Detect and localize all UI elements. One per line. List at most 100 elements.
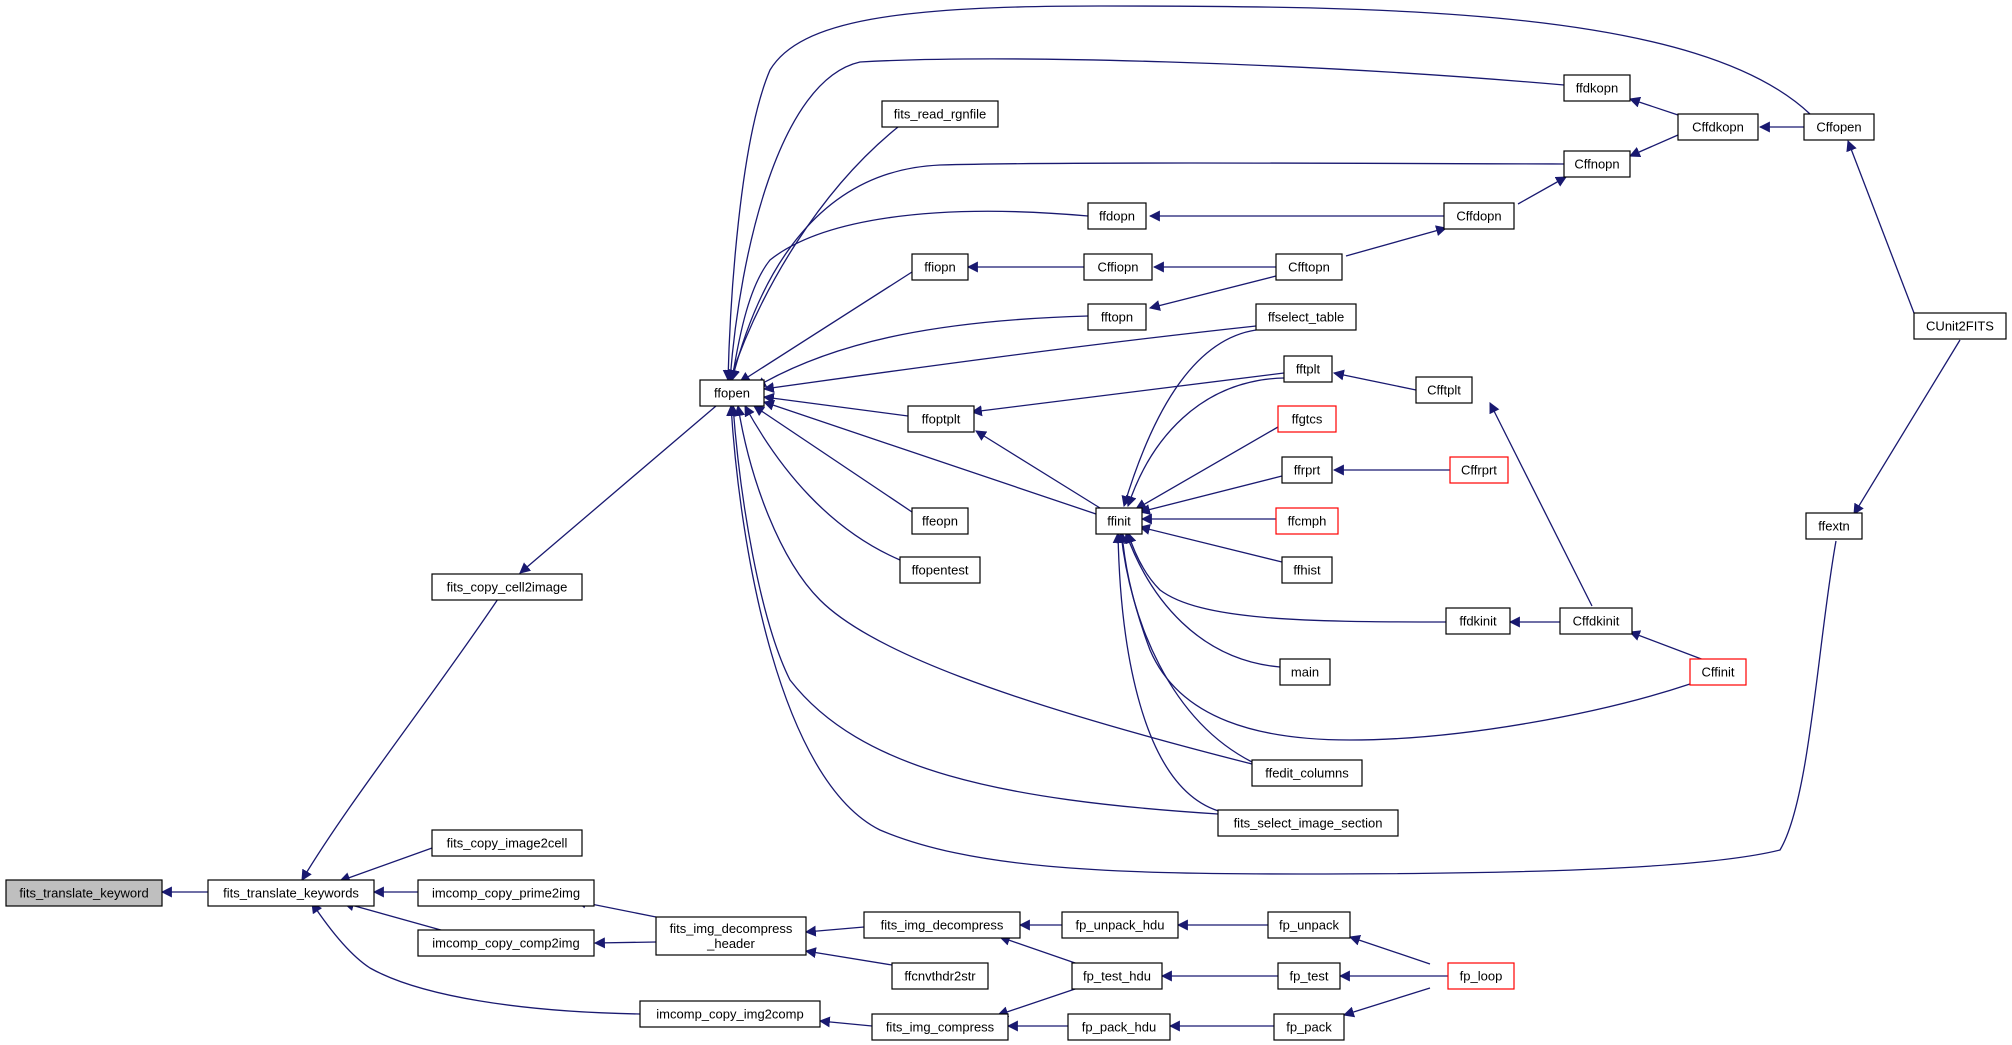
edge-fits-img-decompress-header-to-imcomp-copy-comp2img <box>593 937 657 949</box>
node-box <box>1689 658 1747 686</box>
edge-fftplt-to-ffoptplt <box>970 372 1285 417</box>
node-fits-img-decompress[interactable]: fits_img_decompress <box>863 911 1021 939</box>
node-fftplt[interactable]: fftplt <box>1283 355 1333 383</box>
node-fp-unpack-hdu[interactable]: fp_unpack_hdu <box>1061 911 1179 939</box>
node-ffopentest[interactable]: ffopentest <box>899 556 981 584</box>
node-Cfftplt[interactable]: Cfftplt <box>1415 376 1473 404</box>
node-ffiopn[interactable]: ffiopn <box>911 253 969 281</box>
node-ffextn[interactable]: ffextn <box>1805 512 1863 540</box>
node-box <box>1559 607 1633 635</box>
node-ffoptplt[interactable]: ffoptplt <box>907 405 975 433</box>
node-label: imcomp_copy_img2comp <box>656 1007 803 1022</box>
node-ffdkopn[interactable]: ffdkopn <box>1563 74 1631 102</box>
node-label: Cffopen <box>1816 120 1861 135</box>
node-ffselect-table[interactable]: ffselect_table <box>1255 303 1357 331</box>
node-Cffdkopn[interactable]: Cffdkopn <box>1677 113 1759 141</box>
node-label: imcomp_copy_comp2img <box>432 936 579 951</box>
edge-fits-img-compress-to-imcomp-copy-img2comp <box>818 1016 873 1028</box>
node-ffgtcs[interactable]: ffgtcs <box>1277 405 1337 433</box>
node-fits-copy-cell2image[interactable]: fits_copy_cell2image <box>431 573 583 601</box>
edge-Cffdkopn-to-Cffnopn <box>1628 134 1679 158</box>
edge-fftplt-to-ffinit <box>1125 377 1285 508</box>
node-ffrprt[interactable]: ffrprt <box>1281 456 1333 484</box>
edge-Cffdopn-to-Cffnopn <box>1517 176 1567 205</box>
node-Cffrprt[interactable]: Cffrprt <box>1449 456 1509 484</box>
node-fits-img-decompress-header[interactable]: fits_img_decompress_header <box>655 916 807 956</box>
node-ffcnvthdr2str[interactable]: ffcnvthdr2str <box>891 962 989 990</box>
node-CUnit2FITS[interactable]: CUnit2FITS <box>1913 312 2007 340</box>
node-Cffinit[interactable]: Cffinit <box>1689 658 1747 686</box>
node-box <box>1447 962 1515 990</box>
node-label: fp_unpack_hdu <box>1076 918 1165 933</box>
node-label: fp_test_hdu <box>1083 969 1151 984</box>
node-box <box>1267 911 1351 939</box>
node-label: fits_img_decompress <box>670 921 793 936</box>
node-ffdkinit[interactable]: ffdkinit <box>1445 607 1511 635</box>
node-ffhist[interactable]: ffhist <box>1281 556 1333 584</box>
node-fftopn[interactable]: fftopn <box>1087 303 1147 331</box>
node-imcomp-copy-prime2img[interactable]: imcomp_copy_prime2img <box>417 879 595 907</box>
node-box <box>1281 456 1333 484</box>
node-fp-unpack[interactable]: fp_unpack <box>1267 911 1351 939</box>
edge-fits-select-image-section-to-ffopen <box>728 404 1219 815</box>
node-box <box>417 929 595 957</box>
node-fp-pack-hdu[interactable]: fp_pack_hdu <box>1067 1013 1171 1041</box>
node-imcomp-copy-comp2img[interactable]: imcomp_copy_comp2img <box>417 929 595 957</box>
node-label: Cffdkopn <box>1692 120 1744 135</box>
node-fp-test-hdu[interactable]: fp_test_hdu <box>1071 962 1163 990</box>
node-fits-copy-image2cell[interactable]: fits_copy_image2cell <box>431 829 583 857</box>
node-box <box>1275 253 1343 281</box>
node-Cffdopn[interactable]: Cffdopn <box>1443 202 1515 230</box>
edge-ffcnvthdr2str-to-fits-img-decompress-header <box>804 947 893 966</box>
node-ffedit-columns[interactable]: ffedit_columns <box>1251 759 1363 787</box>
edge-imcomp-copy-img2comp-to-fits-translate-keywords <box>311 902 641 1015</box>
node-box <box>207 879 375 907</box>
node-fp-test[interactable]: fp_test <box>1277 962 1341 990</box>
node-ffeopn[interactable]: ffeopn <box>911 507 969 535</box>
edge-fits-copy-cell2image-to-fits-translate-keywords <box>301 598 499 881</box>
node-label: Cffiopn <box>1098 260 1139 275</box>
node-ffopen[interactable]: ffopen <box>699 379 765 407</box>
node-Cffnopn[interactable]: Cffnopn <box>1563 150 1631 178</box>
node-label: ffeopn <box>922 514 958 529</box>
node-box <box>911 253 969 281</box>
node-Cffiopn[interactable]: Cffiopn <box>1083 253 1153 281</box>
node-label: ffedit_columns <box>1265 766 1349 781</box>
node-main[interactable]: main <box>1279 658 1331 686</box>
node-label: fits_translate_keyword <box>19 886 148 901</box>
node-label: fits_select_image_section <box>1234 816 1383 831</box>
node-box <box>907 405 975 433</box>
node-label: fits_img_decompress <box>881 918 1004 933</box>
node-ffcmph[interactable]: ffcmph <box>1275 507 1339 535</box>
node-label: ffiopn <box>924 260 956 275</box>
node-Cffdkinit[interactable]: Cffdkinit <box>1559 607 1633 635</box>
edge-fits-img-decompress-to-fits-img-decompress-header <box>804 925 865 937</box>
node-box <box>1445 607 1511 635</box>
function-nodes: fits_translate_keyword fits_translate_ke… <box>5 74 2007 1041</box>
node-label: Cffdkinit <box>1573 614 1620 629</box>
edge-Cffinit-to-Cffdkinit <box>1628 630 1705 661</box>
node-ffdopn[interactable]: ffdopn <box>1087 202 1147 230</box>
node-box <box>1061 911 1179 939</box>
node-fp-pack[interactable]: fp_pack <box>1273 1013 1345 1041</box>
node-fp-loop[interactable]: fp_loop <box>1447 962 1515 990</box>
edge-fp-loop-to-fp-unpack <box>1348 934 1431 965</box>
node-label: fp_pack_hdu <box>1082 1020 1156 1035</box>
node-box <box>871 1013 1009 1041</box>
node-Cffopen[interactable]: Cffopen <box>1803 113 1875 141</box>
edge-imcomp-copy-comp2img-to-fits-translate-keywords <box>342 900 449 933</box>
node-fits-translate-keyword[interactable]: fits_translate_keyword <box>5 879 163 907</box>
node-fits-translate-keywords[interactable]: fits_translate_keywords <box>207 879 375 907</box>
node-fits-read-rgnfile[interactable]: fits_read_rgnfile <box>881 100 999 128</box>
node-ffinit[interactable]: ffinit <box>1095 507 1143 535</box>
node-imcomp-copy-img2comp[interactable]: imcomp_copy_img2comp <box>639 1000 821 1028</box>
node-fits-img-compress[interactable]: fits_img_compress <box>871 1013 1009 1041</box>
edge-ffedit-columns-to-ffopen <box>734 404 1253 765</box>
node-Cfftopn[interactable]: Cfftopn <box>1275 253 1343 281</box>
node-label: fits_copy_cell2image <box>447 580 568 595</box>
node-fits-select-image-section[interactable]: fits_select_image_section <box>1217 809 1399 837</box>
edge-ffopen-to-fits-copy-cell2image <box>519 405 717 574</box>
node-box <box>5 879 163 907</box>
node-box <box>1283 355 1333 383</box>
